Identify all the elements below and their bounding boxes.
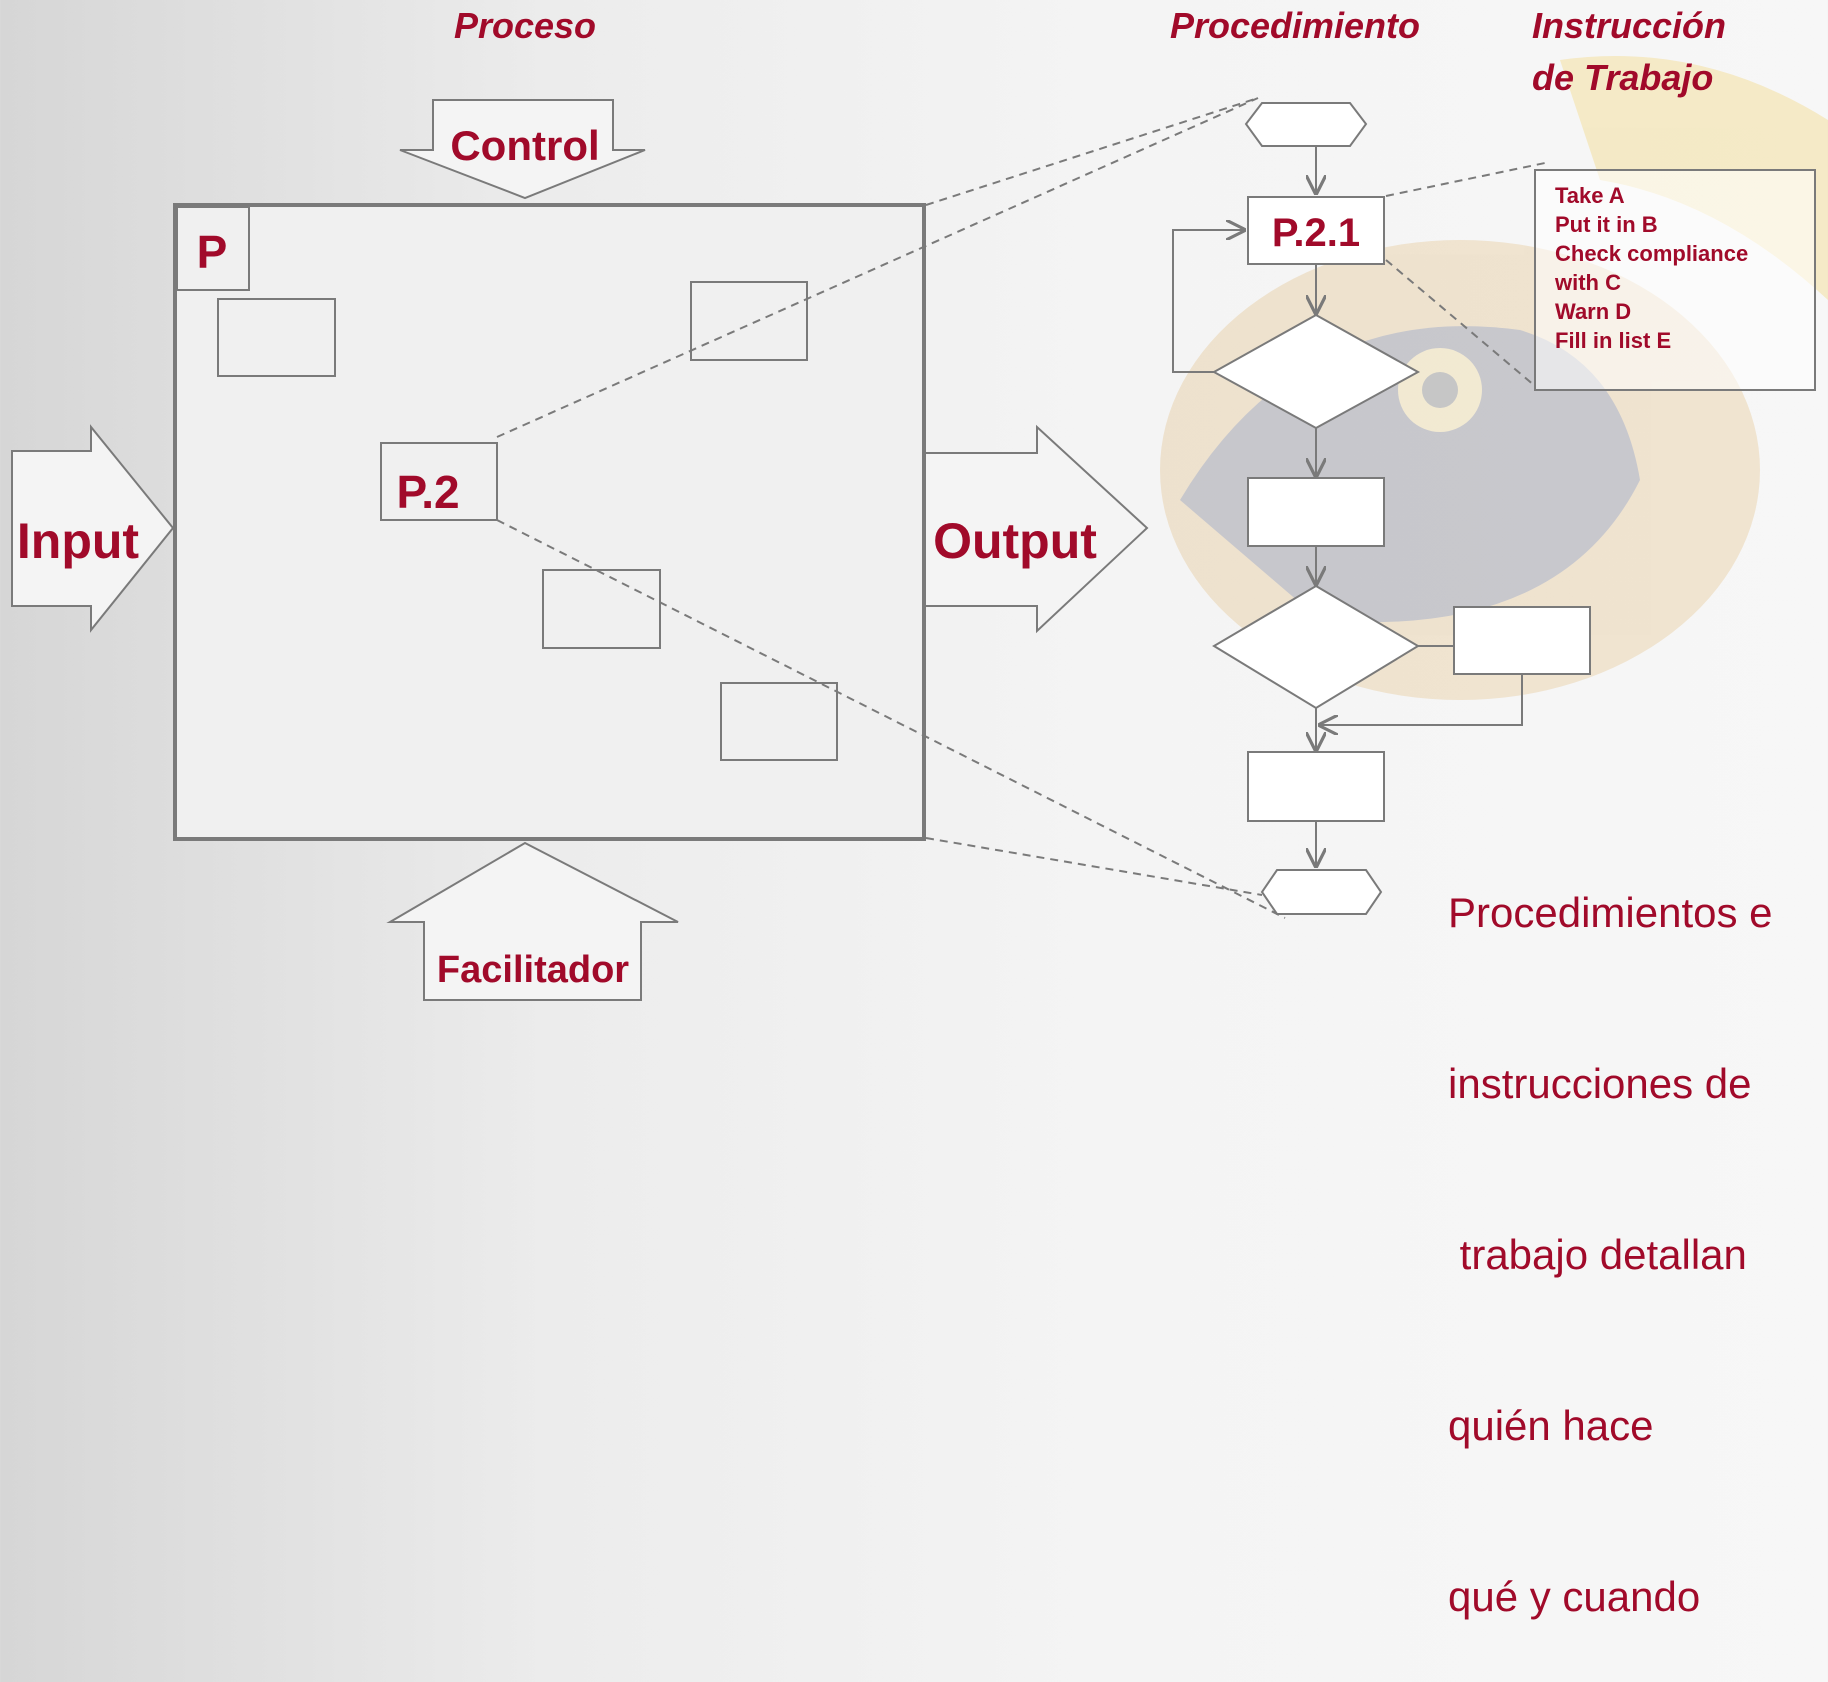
process-label-box — [176, 206, 250, 291]
caption-line: Procedimientos e — [1448, 889, 1773, 936]
process-box — [173, 203, 926, 841]
control-arrow — [399, 99, 646, 200]
work-instruction-box — [1534, 169, 1816, 391]
flowchart-step-box — [1247, 751, 1385, 822]
subprocess-p2-label: P.2 — [396, 466, 459, 518]
work-instruction-line: Put it in B — [1555, 212, 1658, 237]
flowchart-side-step-box — [1453, 606, 1591, 675]
caption-line: trabajo detallan — [1448, 1231, 1747, 1278]
subprocess-box — [217, 298, 336, 377]
process-label: P — [197, 226, 228, 278]
work-instruction-text: Take A Put it in B Check compliance with… — [1555, 181, 1748, 355]
work-instruction-line: Check compliance — [1555, 241, 1749, 266]
caption-line: quién hace — [1448, 1402, 1654, 1449]
input-arrow — [11, 424, 175, 633]
subprocess-box — [720, 682, 838, 761]
process-diagram: Proceso Procedimiento Instrucción de Tra… — [11, 5, 1828, 1001]
control-label: Control — [450, 122, 599, 169]
header-proceso: Proceso — [454, 5, 596, 46]
caption-line: qué y cuando — [1448, 1573, 1701, 1620]
zoom-lines — [496, 97, 1546, 919]
header-procedimiento: Procedimiento — [1170, 5, 1420, 46]
subprocess-box — [542, 569, 661, 649]
subprocess-p2-box — [380, 442, 498, 521]
flowchart-step-p21-label: P.2.1 — [1272, 211, 1360, 255]
flowchart-end-terminal — [1260, 869, 1383, 915]
facilitador-label: Facilitador — [437, 949, 629, 991]
header-instruccion-line2: de Trabajo — [1532, 57, 1713, 98]
input-label: Input — [17, 513, 140, 569]
output-arrow — [924, 424, 1149, 634]
flowchart: P.2.1 — [1172, 102, 1591, 915]
header-instruccion-line1: Instrucción — [1532, 5, 1726, 46]
work-instruction-line: Take A — [1555, 183, 1625, 208]
facilitador-arrow — [386, 841, 679, 1001]
caption: Procedimientos e instrucciones de trabaj… — [1448, 770, 1773, 1682]
output-label: Output — [933, 513, 1097, 569]
work-instruction-line: Fill in list E — [1555, 328, 1672, 353]
flowchart-start-terminal — [1244, 102, 1368, 147]
flowchart-step-p21-box — [1247, 196, 1385, 265]
flowchart-step-box — [1247, 477, 1385, 547]
subprocess-box — [690, 281, 808, 361]
caption-line: instrucciones de — [1448, 1060, 1752, 1107]
work-instruction-line: Warn D — [1555, 299, 1632, 324]
work-instruction-line: with C — [1555, 270, 1621, 295]
